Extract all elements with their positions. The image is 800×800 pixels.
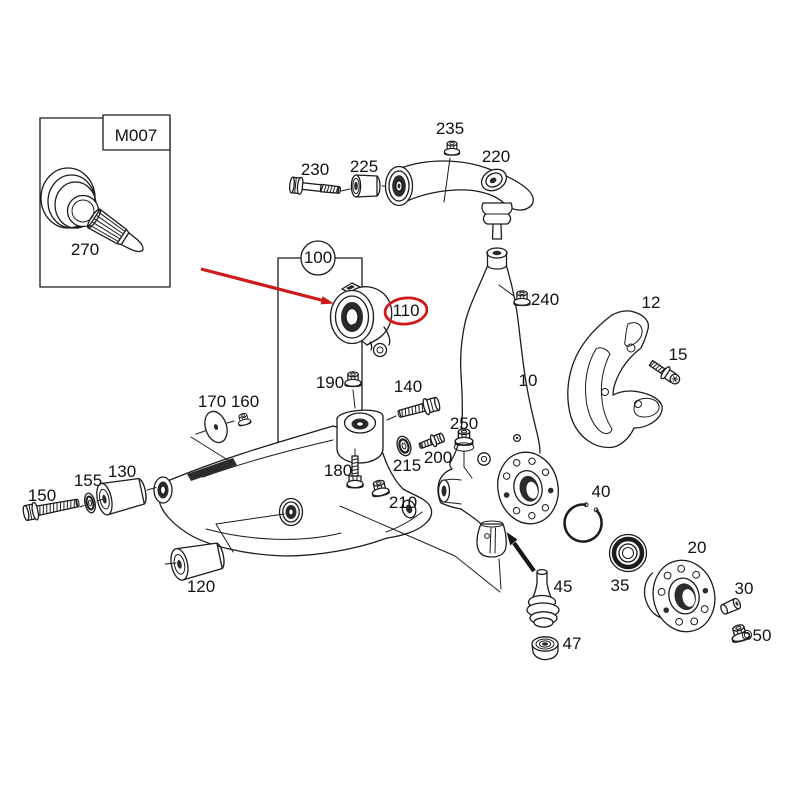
part-30-pin	[720, 597, 742, 615]
leader-140	[386, 415, 397, 421]
part-label-225: 225	[350, 157, 378, 176]
part-label-270: 270	[71, 240, 99, 259]
part-label-15: 15	[669, 345, 688, 364]
callout-layer: M007 270 230 225 235 220 100 110 240 12 15 10 190 140…	[28, 119, 772, 653]
part-50-nut	[728, 622, 753, 644]
part-label-100: 100	[304, 248, 332, 267]
part-label-235: 235	[436, 119, 464, 138]
part-15-bolt	[648, 359, 681, 385]
part-20-hub	[643, 559, 716, 633]
part-170-washer	[204, 410, 228, 444]
part-140-bolt	[397, 396, 441, 418]
part-240-nut	[498, 284, 531, 307]
leader-120	[164, 513, 285, 565]
part-10-steering-knuckle	[437, 247, 559, 558]
group-100-bracket	[277, 240, 363, 444]
part-160-nut	[235, 411, 252, 428]
part-label-190: 190	[316, 373, 344, 392]
arrow-45-to-knuckle	[506, 532, 536, 573]
part-label-10: 10	[519, 371, 538, 390]
part-label-120: 120	[187, 577, 215, 596]
part-47-nut	[531, 636, 559, 661]
part-label-110: 110	[392, 301, 419, 320]
part-label-35: 35	[611, 576, 630, 595]
part-200-bolt	[418, 432, 445, 449]
part-label-40: 40	[592, 482, 611, 501]
part-label-220: 220	[482, 147, 510, 166]
part-label-12: 12	[642, 293, 661, 312]
part-35-bearing	[608, 533, 648, 573]
part-label-150: 150	[28, 486, 56, 505]
part-230-bolt	[289, 176, 341, 195]
part-label-M007: M007	[115, 126, 158, 145]
highlight-red-ellipse-110	[383, 296, 429, 326]
part-label-180: 180	[324, 461, 352, 480]
part-label-140: 140	[394, 377, 422, 396]
part-150-bolt	[22, 498, 80, 522]
axis-line-150-130	[79, 487, 157, 508]
part-label-45: 45	[554, 577, 573, 596]
part-190-nut	[344, 371, 362, 409]
highlight-red-arrow	[200, 267, 334, 305]
part-12-brake-shield	[567, 310, 663, 449]
part-label-155: 155	[74, 471, 102, 490]
part-155-washer	[84, 492, 96, 514]
leader-170-160	[190, 436, 232, 463]
part-130-bushing	[96, 477, 147, 516]
part-label-30: 30	[735, 579, 754, 598]
part-label-170: 170	[198, 392, 226, 411]
part-label-200: 200	[424, 448, 452, 467]
axis-line-170-160	[195, 420, 235, 435]
part-120-bushing	[170, 542, 225, 581]
part-180-bolt	[346, 448, 364, 489]
part-label-47: 47	[563, 634, 582, 653]
part-270-cv-joint	[40, 167, 144, 253]
part-label-50: 50	[753, 626, 772, 645]
part-label-240: 240	[531, 290, 559, 309]
part-235-nut	[443, 140, 461, 203]
part-45-ball-joint	[526, 568, 560, 628]
part-label-215: 215	[393, 456, 421, 475]
leader-ball-joint-mount	[339, 505, 502, 593]
part-label-210: 210	[389, 493, 417, 512]
part-215-washer	[396, 435, 412, 457]
part-110-bushing	[329, 282, 393, 358]
part-label-20: 20	[688, 538, 707, 557]
part-225-bushing	[350, 174, 381, 198]
part-label-160: 160	[231, 392, 259, 411]
part-label-130: 130	[108, 462, 136, 481]
part-label-250: 250	[450, 414, 478, 433]
part-40-snap-ring	[563, 502, 603, 543]
part-250-nut	[453, 428, 475, 479]
lower-control-arm	[153, 409, 433, 557]
inset-box	[39, 114, 171, 288]
part-220-upper-control-arm	[384, 160, 534, 240]
part-label-230: 230	[301, 160, 329, 179]
